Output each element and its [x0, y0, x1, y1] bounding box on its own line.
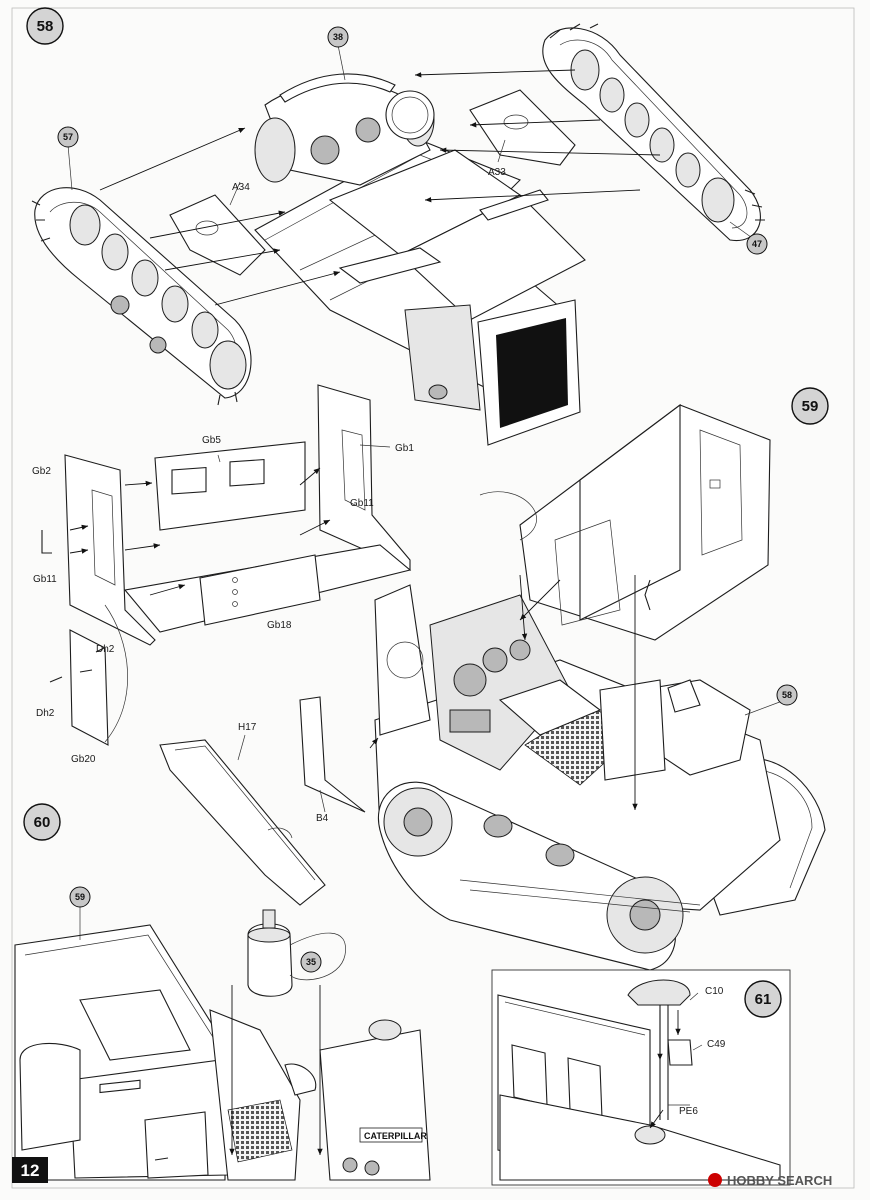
ref-35-badge: 35	[300, 951, 322, 973]
right-track-unit	[542, 23, 765, 242]
svg-text:59: 59	[75, 892, 85, 902]
label-h17: H17	[238, 722, 257, 733]
label-gb11-left: Gb11	[33, 574, 57, 585]
step-61-assembly	[491, 969, 791, 1186]
svg-text:38: 38	[333, 32, 343, 42]
right-track-wheels	[570, 49, 735, 223]
step-60-assembly: CATERPILLAR	[14, 905, 431, 1181]
svg-text:12: 12	[21, 1161, 40, 1180]
radiator-grille	[496, 318, 568, 428]
label-a33: A33	[488, 167, 506, 178]
svg-text:60: 60	[34, 814, 51, 831]
svg-text:59: 59	[802, 398, 819, 415]
part-h17-panel	[159, 739, 326, 906]
svg-text:58: 58	[782, 690, 792, 700]
step-60-badge: 60	[23, 803, 61, 841]
step-59-badge: 59	[791, 387, 829, 425]
svg-text:47: 47	[752, 239, 762, 249]
air-cleaner-part	[247, 909, 346, 997]
svg-text:57: 57	[63, 132, 73, 142]
left-track-wheels	[69, 204, 247, 390]
left-track-unit	[31, 187, 252, 406]
label-gb20: Gb20	[71, 754, 96, 765]
label-gb2: Gb2	[32, 466, 51, 477]
step-61-badge: 61	[744, 980, 782, 1018]
svg-text:HOBBY SEARCH: HOBBY SEARCH	[727, 1173, 832, 1188]
step-58-assembly	[31, 23, 765, 446]
label-pe6: PE6	[679, 1106, 698, 1117]
label-b4: B4	[316, 813, 329, 824]
ref-47-badge: 47	[746, 233, 768, 255]
label-dh2-lower: Dh2	[36, 708, 55, 719]
part-b4-panel	[299, 696, 366, 813]
cab-panels-exploded	[41, 384, 412, 746]
tractor-body	[374, 584, 826, 971]
ref-57-badge: 57	[57, 126, 79, 148]
svg-text:58: 58	[37, 18, 54, 35]
step-58-arrows	[99, 69, 661, 306]
engine-brand-text: CATERPILLAR	[364, 1131, 427, 1141]
ref-59-badge: 59	[69, 886, 91, 908]
page-border	[11, 7, 855, 1189]
watermark-logo-icon	[708, 1173, 722, 1187]
label-c49: C49	[707, 1039, 726, 1050]
ref-38-badge: 38	[327, 26, 349, 48]
page-number-box: 12	[12, 1157, 48, 1183]
label-gb5: Gb5	[202, 435, 221, 446]
label-gb1: Gb1	[395, 443, 414, 454]
label-dh2-upper: Dh2	[96, 644, 115, 655]
label-gb18: Gb18	[267, 620, 292, 631]
chassis-frame	[169, 73, 586, 446]
ref-58-badge: 58	[776, 684, 798, 706]
cab-assembled	[519, 403, 771, 641]
watermark: HOBBY SEARCH	[708, 1173, 832, 1188]
label-a34: A34	[232, 182, 250, 193]
label-gb11-right: Gb11	[350, 498, 374, 509]
label-c10: C10	[705, 986, 724, 997]
step-58-badge: 58	[26, 7, 64, 45]
svg-text:35: 35	[306, 957, 316, 967]
step-59-assembly	[41, 384, 826, 971]
svg-text:61: 61	[755, 991, 772, 1008]
